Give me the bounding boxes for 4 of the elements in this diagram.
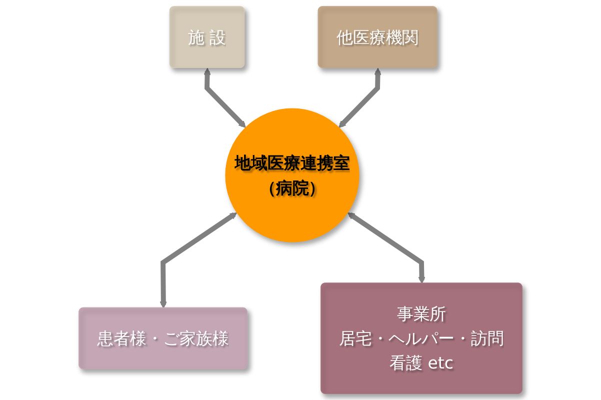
arrow (160, 212, 238, 309)
arrow (338, 68, 382, 128)
arrow (204, 68, 246, 128)
arrow (347, 212, 426, 284)
